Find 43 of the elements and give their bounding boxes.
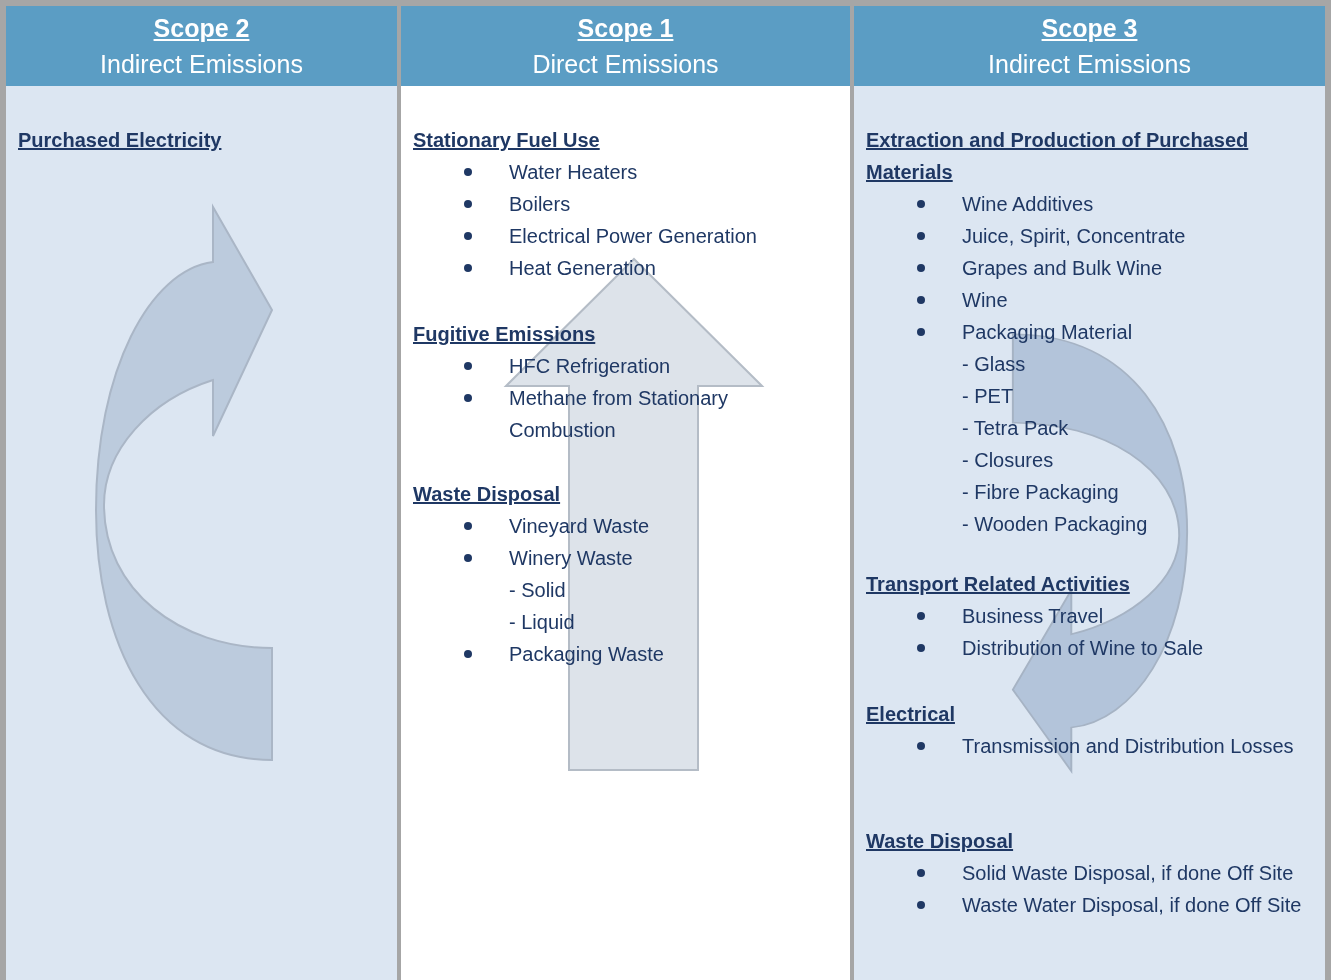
list-item: - Fibre Packaging (962, 480, 1119, 505)
scope-subtitle: Indirect Emissions (100, 49, 303, 80)
list-item: Winery Waste (509, 546, 633, 571)
list-item: - Closures (962, 448, 1054, 473)
list-item: Grapes and Bulk Wine (962, 256, 1163, 281)
section-heading: Waste Disposal (413, 482, 561, 507)
list-item: Transmission and Distribution Losses (962, 734, 1294, 759)
section-heading: Fugitive Emissions (413, 322, 596, 347)
list-item: Wine Additives (962, 192, 1094, 217)
list-item: - PET (962, 384, 1014, 409)
scope-subtitle: Indirect Emissions (988, 49, 1191, 80)
list-item: Solid Waste Disposal, if done Off Site (962, 861, 1294, 886)
list-item: Distribution of Wine to Sale (962, 636, 1204, 661)
list-item: Packaging Waste (509, 642, 664, 667)
list-item: Juice, Spirit, Concentrate (962, 224, 1186, 249)
section-heading: Transport Related Activities (866, 572, 1130, 597)
list-item: Business Travel (962, 604, 1104, 629)
scope-title: Scope 3 (1041, 13, 1138, 44)
list-item: Boilers (509, 192, 571, 217)
list-item: Methane from Stationary Combustion (509, 386, 729, 443)
list-item: HFC Refrigeration (509, 354, 671, 379)
scope-title: Scope 2 (153, 13, 250, 44)
list-item: Vineyard Waste (509, 514, 650, 539)
list-item: Wine (962, 288, 1008, 313)
list-item: - Solid (509, 578, 566, 603)
list-item: - Tetra Pack (962, 416, 1069, 441)
section-heading: Electrical (866, 702, 955, 727)
scope-title: Scope 1 (577, 13, 674, 44)
scope-subtitle: Direct Emissions (532, 49, 719, 80)
list-item: Packaging Material (962, 320, 1133, 345)
column-panel (854, 6, 1325, 980)
list-item: - Wooden Packaging (962, 512, 1148, 537)
list-item: Water Heaters (509, 160, 638, 185)
section-heading: Waste Disposal (866, 829, 1014, 854)
list-item: Electrical Power Generation (509, 224, 757, 249)
list-item: Waste Water Disposal, if done Off Site (962, 893, 1302, 918)
section-heading: Extraction and Production of Purchased Materials (866, 128, 1250, 185)
section-heading: Purchased Electricity (18, 128, 222, 153)
section-heading: Stationary Fuel Use (413, 128, 600, 153)
column-panel (6, 6, 397, 980)
list-item: - Glass (962, 352, 1026, 377)
list-item: Heat Generation (509, 256, 656, 281)
list-item: - Liquid (509, 610, 575, 635)
